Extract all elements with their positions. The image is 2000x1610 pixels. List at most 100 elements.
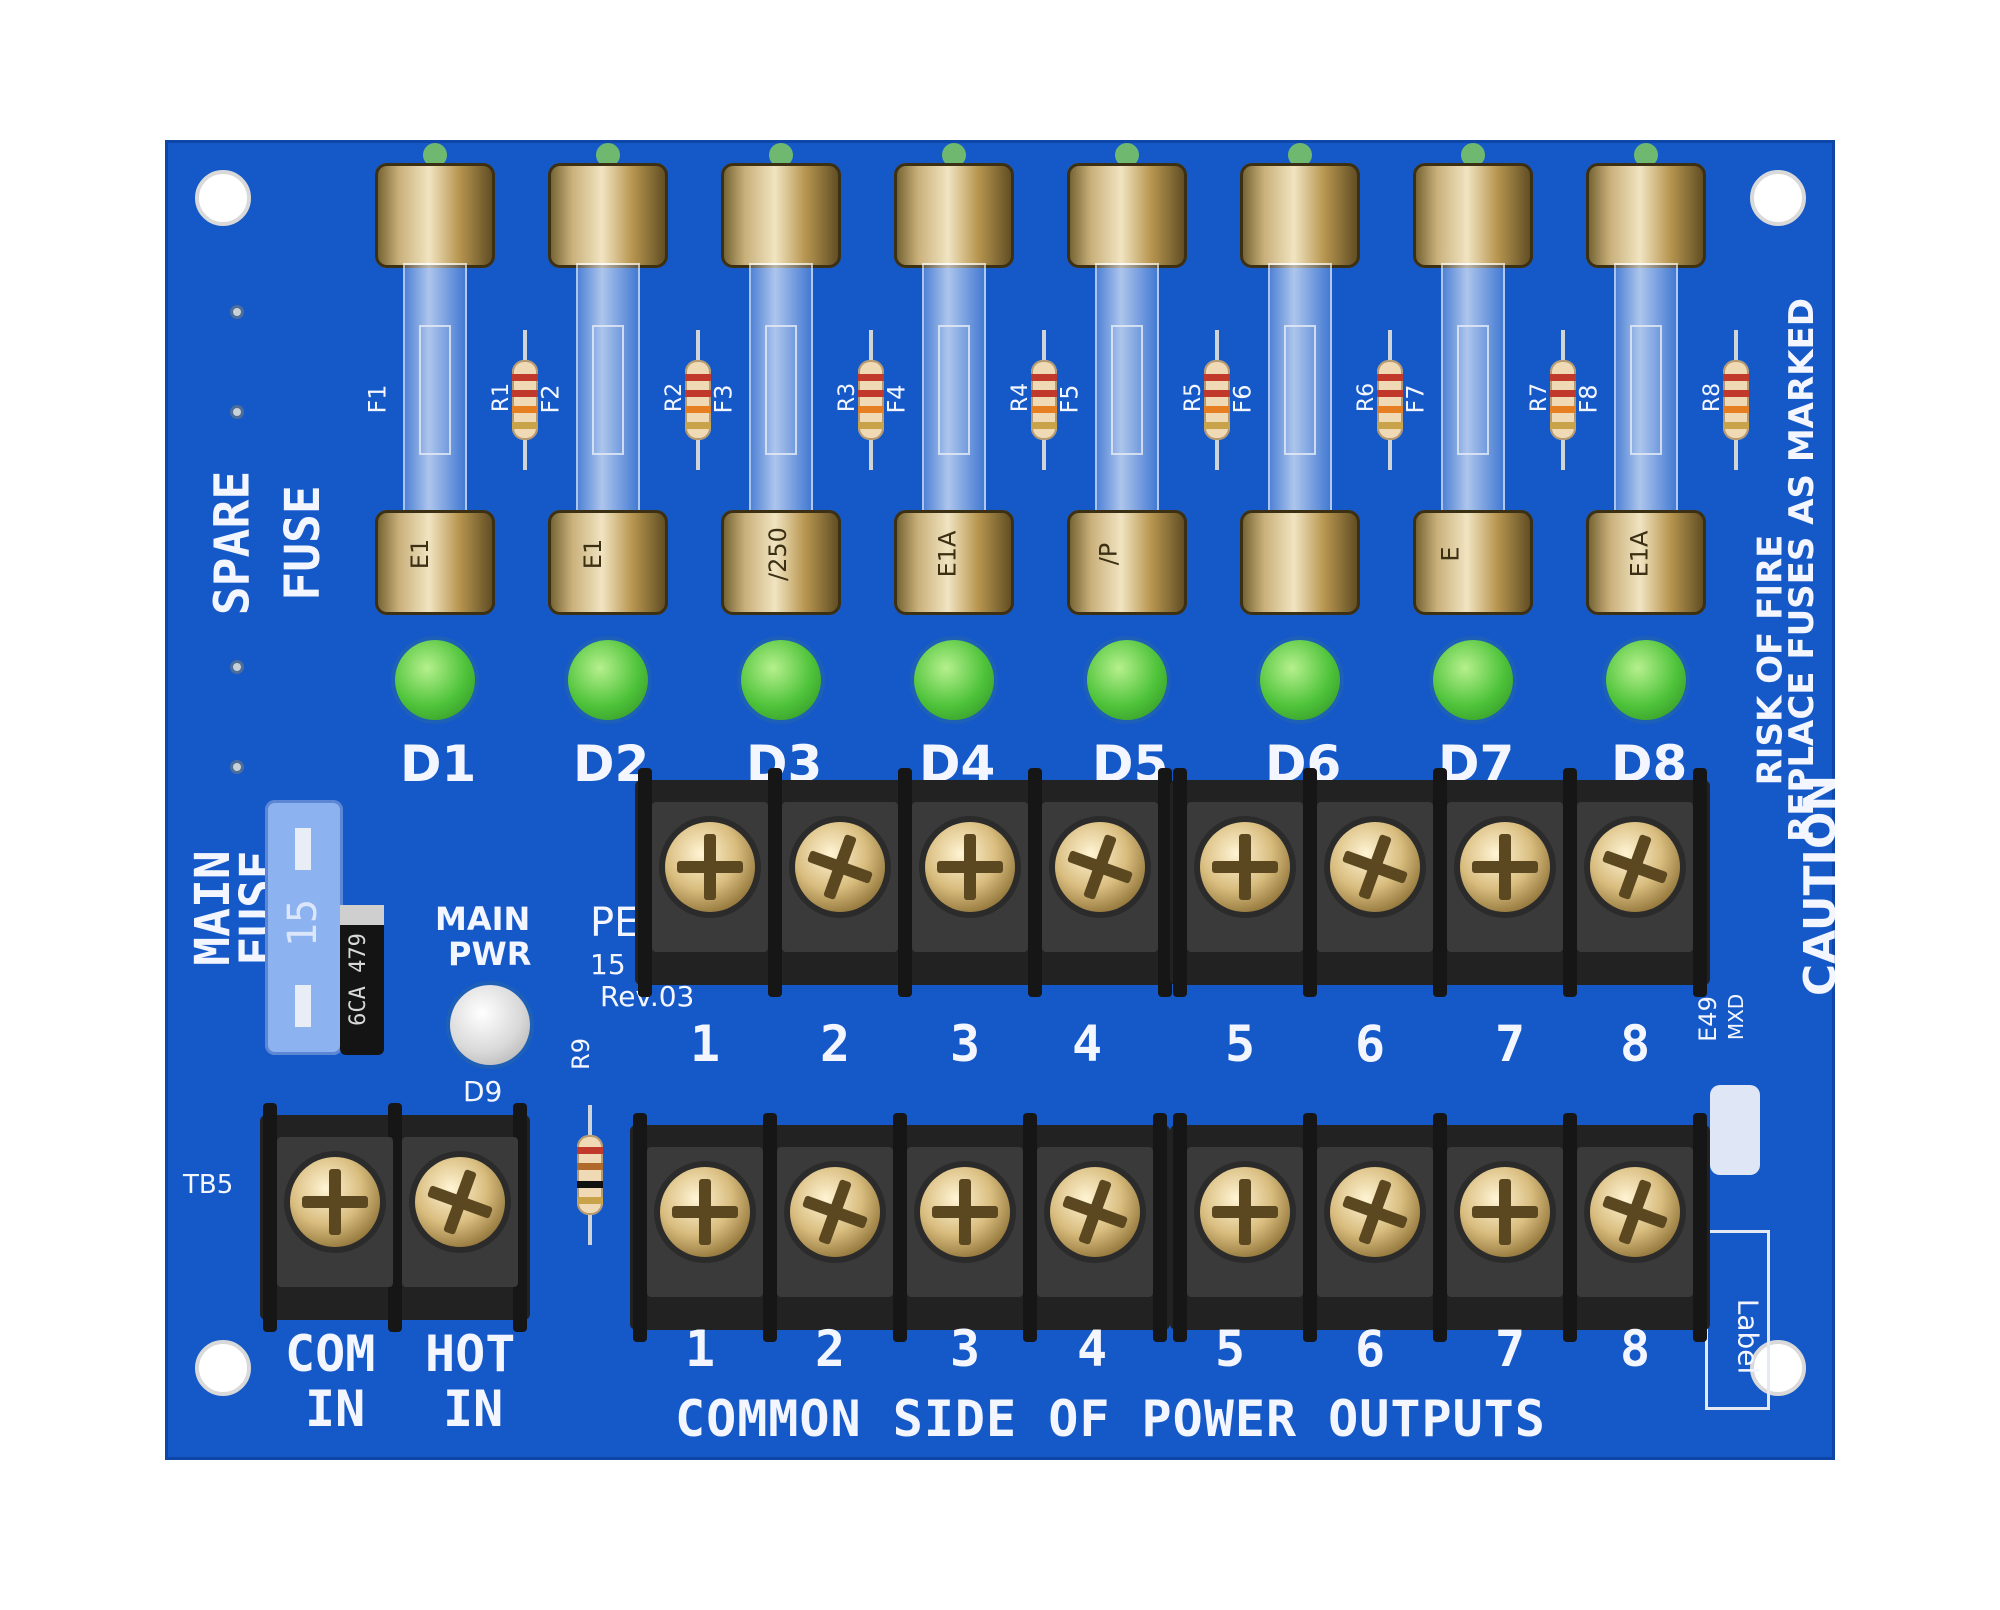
output-terminal-top-3[interactable] — [1447, 802, 1563, 952]
terminal-divider — [1563, 768, 1577, 997]
main-pwr-label-line1: MAIN — [435, 900, 531, 938]
terminal-block-body — [1170, 1113, 1710, 1342]
fuse-element — [1457, 325, 1489, 455]
terminal-screw-icon[interactable] — [795, 822, 885, 912]
fuse-cap-top — [375, 163, 495, 268]
resistor-8 — [1723, 330, 1749, 470]
terminal-divider — [893, 1113, 907, 1342]
terminal-screw-icon[interactable] — [1460, 1167, 1550, 1257]
fuse-cap-top — [548, 163, 668, 268]
output-number-bottom_num: 3 — [950, 1320, 981, 1378]
output-terminal-top-1[interactable] — [1187, 802, 1303, 952]
fuse-cap-marking: /250 — [763, 527, 792, 581]
spare-fuse-clip-hole — [230, 760, 244, 774]
terminal-screw-icon[interactable] — [415, 1157, 505, 1247]
terminal-divider — [1303, 1113, 1317, 1342]
d9-label: D9 — [463, 1075, 503, 1108]
terminal-divider — [1433, 1113, 1447, 1342]
terminal-screw-icon[interactable] — [290, 1157, 380, 1247]
fuse-designator: F7 — [1401, 384, 1430, 414]
status-led-7 — [1433, 640, 1513, 720]
fuse-cap-marking: E1 — [579, 538, 608, 570]
terminal-screw-icon[interactable] — [1330, 1167, 1420, 1257]
output-terminal-bottom-1[interactable] — [1187, 1147, 1303, 1297]
main-power-led — [450, 985, 530, 1065]
terminal-block-body — [1170, 768, 1710, 997]
spare-fuse-clip-hole — [230, 305, 244, 319]
spare-fuse-label-line1: SPARE — [204, 470, 261, 616]
terminal-divider — [1158, 768, 1172, 997]
main-diode: 6CA 479 — [340, 905, 384, 1055]
input-terminal-1[interactable] — [277, 1137, 393, 1287]
common-side-label: COMMON SIDE OF POWER OUTPUTS — [675, 1390, 1546, 1448]
mounting-hole-bottom-right — [1750, 1340, 1806, 1396]
fuse-cap-top — [721, 163, 841, 268]
led-designator: D1 — [400, 735, 477, 793]
output-terminal-bottom-4[interactable] — [1577, 1147, 1693, 1297]
output-number-bottom_num: 7 — [1495, 1320, 1526, 1378]
output-terminal-top-1[interactable] — [652, 802, 768, 952]
fuse-2: E1 — [548, 135, 668, 615]
output-terminal-bottom-4[interactable] — [1037, 1147, 1153, 1297]
status-led-3 — [741, 640, 821, 720]
fuse-cap-bottom: E1 — [548, 510, 668, 615]
fuse-designator: F3 — [709, 384, 738, 414]
terminal-screw-icon[interactable] — [1050, 1167, 1140, 1257]
label-sticker-text: Label — [1731, 1298, 1765, 1375]
output-terminal-bottom-2[interactable] — [777, 1147, 893, 1297]
resistor-designator: R4 — [1008, 382, 1034, 413]
output-terminal-top-2[interactable] — [782, 802, 898, 952]
output-number-bottom_num: 1 — [685, 1320, 716, 1378]
fuse-designator: F6 — [1228, 384, 1257, 414]
terminal-screw-icon[interactable] — [1330, 822, 1420, 912]
output-terminal-top-3[interactable] — [912, 802, 1028, 952]
fuse-cap-marking: E1 — [406, 538, 435, 570]
fuse-blade-tab — [295, 985, 311, 1027]
output-terminal-top-4[interactable] — [1042, 802, 1158, 952]
terminal-screw-icon[interactable] — [920, 1167, 1010, 1257]
fuse-cap-top — [1586, 163, 1706, 268]
output-terminal-top-2[interactable] — [1317, 802, 1433, 952]
terminal-screw-icon[interactable] — [1460, 822, 1550, 912]
output-number-top_num: 2 — [820, 1015, 851, 1073]
ul-logo — [1710, 1085, 1760, 1175]
terminal-divider — [1433, 768, 1447, 997]
terminal-screw-icon[interactable] — [665, 822, 755, 912]
mounting-hole-bottom-left — [195, 1340, 251, 1396]
terminal-divider — [768, 768, 782, 997]
terminal-divider — [1303, 768, 1317, 997]
terminal-block-body — [630, 1113, 1170, 1342]
terminal-screw-icon[interactable] — [1200, 822, 1290, 912]
terminal-screw-icon[interactable] — [790, 1167, 880, 1257]
terminal-block-body — [260, 1103, 530, 1332]
status-led-1 — [395, 640, 475, 720]
output-terminal-bottom-3[interactable] — [907, 1147, 1023, 1297]
fuse-element — [419, 325, 451, 455]
input-terminal-2[interactable] — [402, 1137, 518, 1287]
output-terminal-bottom-2[interactable] — [1317, 1147, 1433, 1297]
diode-cathode-stripe — [340, 905, 384, 925]
output-number-top_num: 7 — [1495, 1015, 1526, 1073]
resistor-designator: R7 — [1527, 382, 1553, 413]
output-terminal-bottom-1[interactable] — [647, 1147, 763, 1297]
output-terminal-bottom-3[interactable] — [1447, 1147, 1563, 1297]
resistor-1 — [512, 330, 538, 470]
fuse-cap-marking: E1A — [1625, 530, 1654, 578]
fuse-4: E1A — [894, 135, 1014, 615]
terminal-screw-icon[interactable] — [660, 1167, 750, 1257]
resistor-5 — [1204, 330, 1230, 470]
terminal-screw-icon[interactable] — [925, 822, 1015, 912]
terminal-divider — [263, 1103, 277, 1332]
fuse-designator: F2 — [536, 384, 565, 414]
terminal-screw-icon[interactable] — [1590, 822, 1680, 912]
terminal-screw-icon[interactable] — [1590, 1167, 1680, 1257]
output-number-top_num: 6 — [1355, 1015, 1386, 1073]
ul-marking-line1: E49 — [1693, 996, 1722, 1042]
fuse-glass-tube — [922, 263, 986, 513]
fuse-cap-top — [894, 163, 1014, 268]
terminal-screw-icon[interactable] — [1200, 1167, 1290, 1257]
output-terminal-top-4[interactable] — [1577, 802, 1693, 952]
status-led-5 — [1087, 640, 1167, 720]
terminal-screw-icon[interactable] — [1055, 822, 1145, 912]
